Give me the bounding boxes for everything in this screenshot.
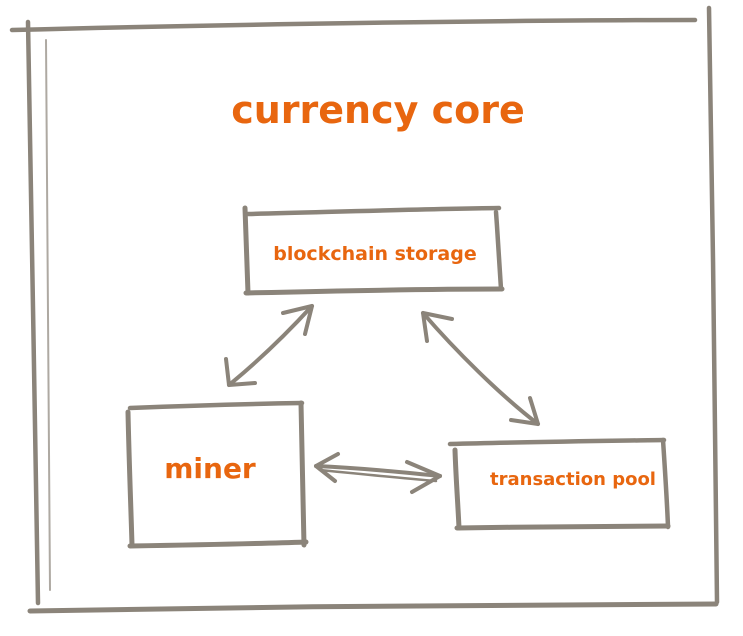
blockchain-storage-label: blockchain storage xyxy=(273,243,476,265)
transaction-pool-label: transaction pool xyxy=(490,469,656,490)
arrowhead-icon xyxy=(314,452,340,483)
edge-line xyxy=(314,464,442,478)
edge-miner-pool xyxy=(314,452,442,494)
diagram-title: currency core xyxy=(231,88,525,132)
arrowhead-icon xyxy=(509,396,540,426)
transaction-pool-box xyxy=(447,437,671,531)
outer-container xyxy=(9,5,720,614)
blockchain-storage-node: blockchain storage xyxy=(242,205,505,296)
edge-line xyxy=(421,311,540,426)
miner-label: miner xyxy=(164,452,256,485)
edge-line xyxy=(227,304,314,387)
arrowhead-icon xyxy=(421,311,454,343)
miner-box xyxy=(125,400,309,549)
arrowhead-icon xyxy=(224,357,257,387)
transaction-pool-node: transaction pool xyxy=(447,437,671,531)
miner-node: miner xyxy=(125,400,309,549)
edge-line xyxy=(318,468,438,483)
blockchain-storage-box xyxy=(242,205,505,296)
arrowhead-icon xyxy=(405,460,442,494)
arrowhead-icon xyxy=(281,304,314,336)
edge-blockchain-miner xyxy=(224,304,314,387)
edge-blockchain-pool xyxy=(421,311,540,426)
